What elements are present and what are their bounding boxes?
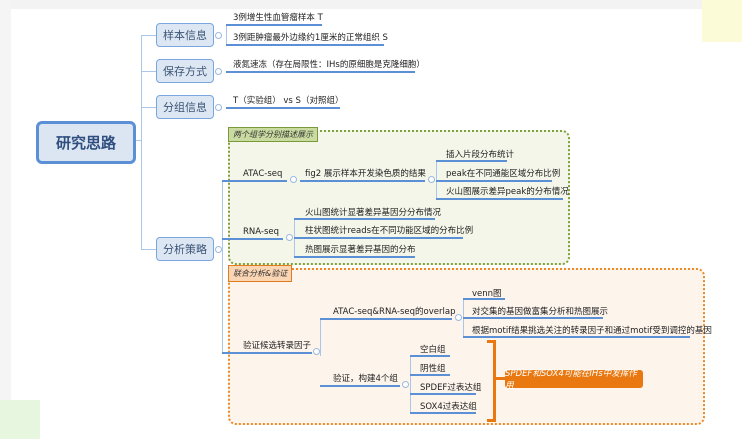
connector xyxy=(410,356,411,413)
left-strip xyxy=(0,0,11,439)
collapse-icon[interactable] xyxy=(215,32,222,39)
connector xyxy=(141,107,156,108)
topic-spdef-group[interactable]: SPDEF过表达组 xyxy=(420,383,482,393)
topic-fig2[interactable]: fig2 展示样本开发染色质的结果 xyxy=(305,169,426,179)
summary-bracket-tip xyxy=(496,377,505,380)
topic-overlap[interactable]: ATAC-seq&RNA-seq的overlap xyxy=(333,307,456,317)
underline xyxy=(226,107,340,109)
underline xyxy=(463,298,505,300)
underline xyxy=(410,355,450,357)
connector xyxy=(141,35,142,249)
collapse-icon[interactable] xyxy=(215,104,222,111)
underline xyxy=(226,71,415,73)
summary-callout[interactable]: SPDEF和SOX4可能在IHs中发挥作用 xyxy=(505,369,643,391)
connector xyxy=(226,25,227,45)
connector xyxy=(141,35,156,36)
underline xyxy=(294,237,463,239)
node-grouping[interactable]: 分组信息 xyxy=(156,95,214,119)
omics-boundary xyxy=(228,130,570,265)
topic-sample-t[interactable]: 3例增生性血管瘤样本 T xyxy=(233,13,323,23)
underline xyxy=(320,385,400,387)
topic-blank-group[interactable]: 空白组 xyxy=(420,345,446,355)
underline xyxy=(226,44,384,46)
topic-rna[interactable]: RNA-seq xyxy=(243,227,280,237)
underline xyxy=(226,24,322,26)
collapse-icon[interactable] xyxy=(215,68,222,75)
topic-storage[interactable]: 液氮速冻（存在局限性：IHs的原细胞是克隆细胞） xyxy=(233,60,425,70)
underline xyxy=(436,160,507,162)
underline xyxy=(300,180,425,182)
topic-validate-tf[interactable]: 验证候选转录因子 xyxy=(243,341,312,351)
connector xyxy=(141,71,156,72)
connector xyxy=(141,249,156,250)
topic-volcano-genes[interactable]: 火山图统计显著差异基因分分布情况 xyxy=(305,208,442,218)
topic-venn[interactable]: venn图 xyxy=(472,289,502,299)
underline xyxy=(222,352,312,354)
topic-volcano-peak[interactable]: 火山图展示差异peak的分布情况 xyxy=(446,187,569,197)
underline xyxy=(410,412,476,414)
topic-peak-ratio[interactable]: peak在不同通能区域分布比例 xyxy=(446,169,561,179)
topic-insert-fragment[interactable]: 插入片段分布统计 xyxy=(446,150,515,160)
node-storage[interactable]: 保存方式 xyxy=(156,59,214,83)
underline xyxy=(463,317,603,319)
top-strip xyxy=(0,0,742,9)
joint-boundary xyxy=(228,268,705,425)
underline xyxy=(410,393,476,395)
summary-bracket xyxy=(487,340,496,422)
underline xyxy=(294,218,435,220)
collapse-icon[interactable] xyxy=(455,314,462,321)
collapse-icon[interactable] xyxy=(428,176,435,183)
node-sample-info[interactable]: 样本信息 xyxy=(156,23,214,47)
topic-heatmap-genes[interactable]: 热图展示显著差异基因的分布 xyxy=(305,245,416,255)
underline xyxy=(222,238,283,240)
connector xyxy=(222,181,223,353)
underline xyxy=(320,318,452,320)
collapse-icon[interactable] xyxy=(313,348,320,355)
topic-negative-group[interactable]: 阴性组 xyxy=(420,364,446,374)
omics-boundary-label[interactable]: 两个组学分别描述展示 xyxy=(228,127,318,142)
node-strategy[interactable]: 分析策略 xyxy=(156,237,214,261)
underline xyxy=(463,336,690,338)
underline xyxy=(294,256,415,258)
collapse-icon[interactable] xyxy=(402,381,409,388)
root-node[interactable]: 研究思路 xyxy=(36,121,136,164)
collapse-icon[interactable] xyxy=(290,176,297,183)
underline xyxy=(410,374,450,376)
underline xyxy=(222,180,287,182)
corner-decoration xyxy=(0,400,40,439)
topic-validate-groups[interactable]: 验证，构建4个组 xyxy=(333,374,398,384)
topic-motif[interactable]: 根据motif结果挑选关注的转录因子和通过motif受到调控的基因 xyxy=(472,326,712,336)
joint-boundary-label[interactable]: 联合分析&验证 xyxy=(228,265,293,282)
underline xyxy=(436,180,552,182)
corner-decoration xyxy=(702,0,742,42)
topic-enrichment[interactable]: 对交集的基因做富集分析和热图展示 xyxy=(472,307,609,317)
collapse-icon[interactable] xyxy=(215,246,222,253)
topic-atac[interactable]: ATAC-seq xyxy=(243,169,283,179)
underline xyxy=(436,198,563,200)
topic-bar-reads[interactable]: 柱状图统计reads在不同功能区域的分布比例 xyxy=(305,226,474,236)
connector xyxy=(320,318,321,356)
collapse-icon[interactable] xyxy=(286,234,293,241)
topic-sample-s[interactable]: 3例距肿瘤最外边缘约1厘米的正常组织 S xyxy=(233,33,388,43)
topic-sox4-group[interactable]: SOX4过表达组 xyxy=(420,402,477,412)
topic-grouping[interactable]: T（实验组） vs S（对照组） xyxy=(233,96,344,106)
